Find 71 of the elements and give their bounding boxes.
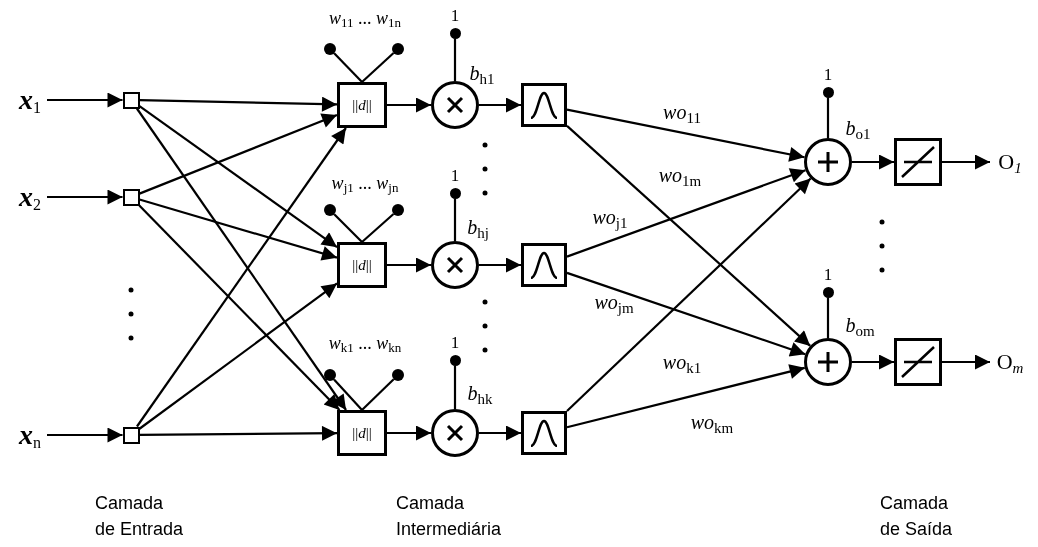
connector-line [333, 52, 363, 83]
weight-vector-label: w$_{11}$ ... w$_{1n}$ [328, 9, 402, 27]
arrow [387, 425, 431, 441]
arrow [139, 425, 337, 441]
weight-label: wo$_{km}$ [690, 412, 734, 432]
weight-label: wo$_{k1}$ [662, 352, 702, 372]
input-node [122, 188, 140, 206]
distance-box: ||d|| [337, 82, 387, 128]
input-variable: x$_{1}$ [13, 84, 47, 116]
connector-line [333, 378, 363, 411]
linear-box [894, 138, 942, 186]
weight-label: b$_{om}$ [845, 315, 875, 335]
connector-line [361, 378, 395, 411]
layer-label: Camada de Saída [880, 492, 953, 541]
arrow [479, 257, 521, 273]
arrow [139, 113, 338, 195]
input-node [122, 91, 140, 109]
arrow [566, 364, 805, 429]
distance-box: ||d|| [337, 410, 387, 456]
arrow [47, 92, 123, 108]
layer-label: Camada de Entrada [95, 492, 184, 541]
weight-label: b$_{o1}$ [845, 118, 871, 138]
output-variable: O$_{1}$ [990, 147, 1030, 177]
input-node [122, 426, 140, 444]
connector-line [333, 213, 363, 243]
arrow [47, 427, 123, 443]
arrow [138, 204, 341, 411]
arrow [566, 271, 806, 357]
output-variable: O$_{m}$ [990, 347, 1030, 377]
bias-input-label: 1 [822, 66, 834, 83]
gaussian-box [521, 411, 567, 455]
weight-label: b$_{hk}$ [467, 383, 493, 403]
arrow [566, 168, 806, 258]
bias-input-label: 1 [449, 7, 461, 24]
arrow [852, 354, 894, 370]
connector-line [826, 97, 830, 138]
gaussian-box [521, 243, 567, 287]
connector-line [826, 297, 830, 338]
weight-vector-label: w$_{k1}$ ... w$_{kn}$ [328, 334, 402, 352]
gaussian-box [521, 83, 567, 127]
arrow [479, 97, 521, 113]
weight-label: b$_{h1}$ [469, 63, 495, 83]
arrow [942, 354, 990, 370]
arrow [139, 198, 338, 261]
weight-label: wo$_{1m}$ [658, 165, 702, 185]
arrow [852, 154, 894, 170]
arrow [566, 177, 812, 412]
bias-input-label: 1 [822, 266, 834, 283]
arrow [942, 154, 990, 170]
connector-line [453, 38, 457, 81]
arrow [139, 96, 338, 112]
arrow [47, 189, 123, 205]
connector-line [453, 365, 457, 409]
linear-box [894, 338, 942, 386]
arrow [387, 257, 431, 273]
input-variable: x$_{n}$ [13, 419, 47, 451]
arrow [138, 282, 338, 430]
layer-label: Camada Intermediária [396, 492, 502, 541]
connector-line [453, 198, 457, 241]
weight-label: wo$_{11}$ [663, 102, 701, 122]
bias-input-label: 1 [449, 167, 461, 184]
arrow [387, 97, 431, 113]
arrow [566, 108, 805, 162]
input-variable: x$_{2}$ [13, 181, 47, 213]
connector-line [361, 52, 395, 83]
arrow [479, 425, 521, 441]
arrow [566, 125, 811, 347]
connector-line [361, 213, 395, 243]
bias-input-label: 1 [449, 334, 461, 351]
distance-box: ||d|| [337, 242, 387, 288]
arrow [138, 105, 338, 249]
